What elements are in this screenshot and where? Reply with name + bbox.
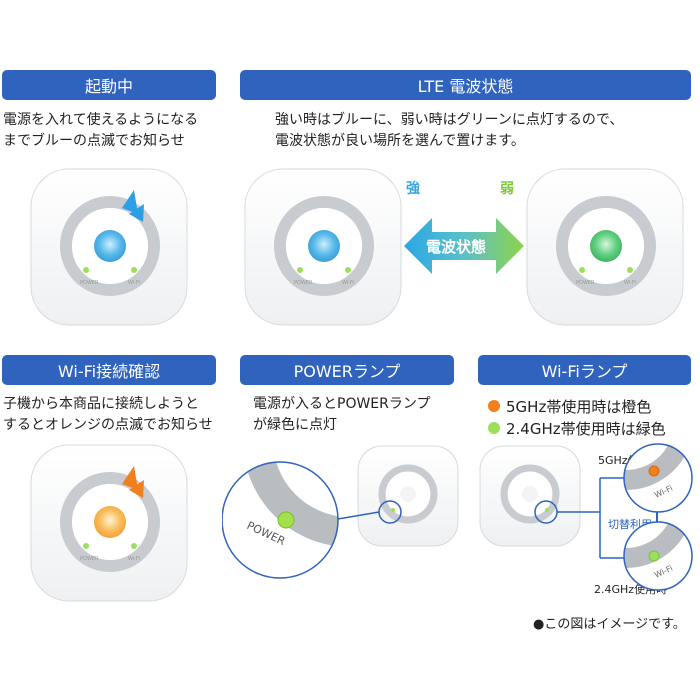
- orange-lamp-icon: [648, 465, 660, 477]
- lte-title: LTE 電波状態: [417, 77, 514, 96]
- blue-led-icon: [308, 230, 340, 262]
- power-desc-line-1: 電源が入るとPOWERランプ: [253, 396, 431, 412]
- power-indicator-icon: [83, 267, 89, 273]
- legend-text-5ghz: 5GHz帯使用時は橙色: [506, 398, 652, 416]
- power-header: POWERランプ: [240, 355, 454, 385]
- wifi-indicator-icon: [131, 267, 137, 273]
- power-title: POWERランプ: [293, 362, 401, 381]
- svg-text:Wi-Fi: Wi-Fi: [128, 280, 140, 286]
- startup-header: 起動中: [2, 70, 216, 100]
- legend-item-24ghz: 2.4GHz帯使用時は緑色: [488, 418, 666, 439]
- wifi-indicator-icon: [131, 543, 137, 549]
- svg-text:POWER: POWER: [576, 280, 595, 286]
- svg-text:POWER: POWER: [80, 556, 99, 562]
- signal-arrow-icon: [404, 218, 524, 274]
- power-zoom-diagram: POWER: [222, 445, 459, 579]
- wifi-lamp-title: Wi-Fiランプ: [541, 362, 628, 381]
- wifi-indicator-icon: [627, 267, 633, 273]
- blue-led-icon: [94, 230, 126, 262]
- power-desc-line-2: が緑色に点灯: [253, 417, 337, 433]
- startup-desc-line-1: 電源を入れて使えるようになる: [3, 112, 199, 128]
- power-indicator-icon: [297, 267, 303, 273]
- power-indicator-icon: [579, 267, 585, 273]
- arrow-label: 電波状態: [426, 236, 486, 257]
- green-led-icon: [590, 230, 622, 262]
- wifi-indicator-icon: [345, 267, 351, 273]
- power-indicator-icon: [83, 543, 89, 549]
- green-dot-icon: [488, 422, 500, 434]
- wifi-connect-device: POWER Wi-Fi: [30, 444, 188, 602]
- wifi-connect-title: Wi-Fi接続確認: [57, 362, 161, 381]
- lte-strong-device: POWER Wi-Fi: [244, 168, 402, 326]
- arrow-label-part-1: 電波: [426, 238, 457, 256]
- svg-text:POWER: POWER: [294, 280, 313, 286]
- startup-title: 起動中: [84, 77, 133, 96]
- blink-rays-icon: [122, 190, 144, 222]
- lte-desc-line-1: 強い時はブルーに、弱い時はグリーンに点灯するので、: [275, 112, 624, 128]
- lte-desc-line-2: 電波状態が良い場所を選んで置けます。: [275, 133, 525, 149]
- svg-text:Wi-Fi: Wi-Fi: [342, 280, 354, 286]
- startup-desc-line-2: までブルーの点滅でお知らせ: [3, 133, 185, 149]
- wifi-connect-header: Wi-Fi接続確認: [2, 355, 216, 385]
- orange-led-icon: [94, 506, 126, 538]
- legend-item-5ghz: 5GHz帯使用時は橙色: [488, 396, 651, 417]
- svg-text:Wi-Fi: Wi-Fi: [128, 556, 140, 562]
- startup-device: POWER Wi-Fi: [30, 168, 188, 326]
- wifi-lamp-header: Wi-Fiランプ: [478, 355, 691, 385]
- blink-rays-icon: [122, 466, 144, 498]
- wifi-connect-desc-line-1: 子機から本商品に接続しようと: [3, 396, 199, 412]
- svg-text:Wi-Fi: Wi-Fi: [624, 280, 636, 286]
- image-note: ●この図はイメージです。: [533, 617, 686, 632]
- legend-text-24ghz: 2.4GHz帯使用時は緑色: [506, 420, 666, 438]
- wifi-connect-desc-line-2: するとオレンジの点滅でお知らせ: [3, 417, 213, 433]
- power-led-icon: [277, 511, 295, 529]
- wifi-zoom-diagram: Wi-Fi Wi-Fi: [479, 443, 693, 591]
- arrow-label-part-2: 状態: [456, 238, 487, 256]
- lte-weak-device: POWER Wi-Fi: [526, 168, 684, 326]
- orange-dot-icon: [488, 400, 500, 412]
- green-lamp-icon: [648, 550, 660, 562]
- strong-label: 強: [406, 181, 420, 197]
- svg-text:POWER: POWER: [80, 280, 99, 286]
- weak-label: 弱: [500, 181, 514, 197]
- lte-header: LTE 電波状態: [240, 70, 691, 100]
